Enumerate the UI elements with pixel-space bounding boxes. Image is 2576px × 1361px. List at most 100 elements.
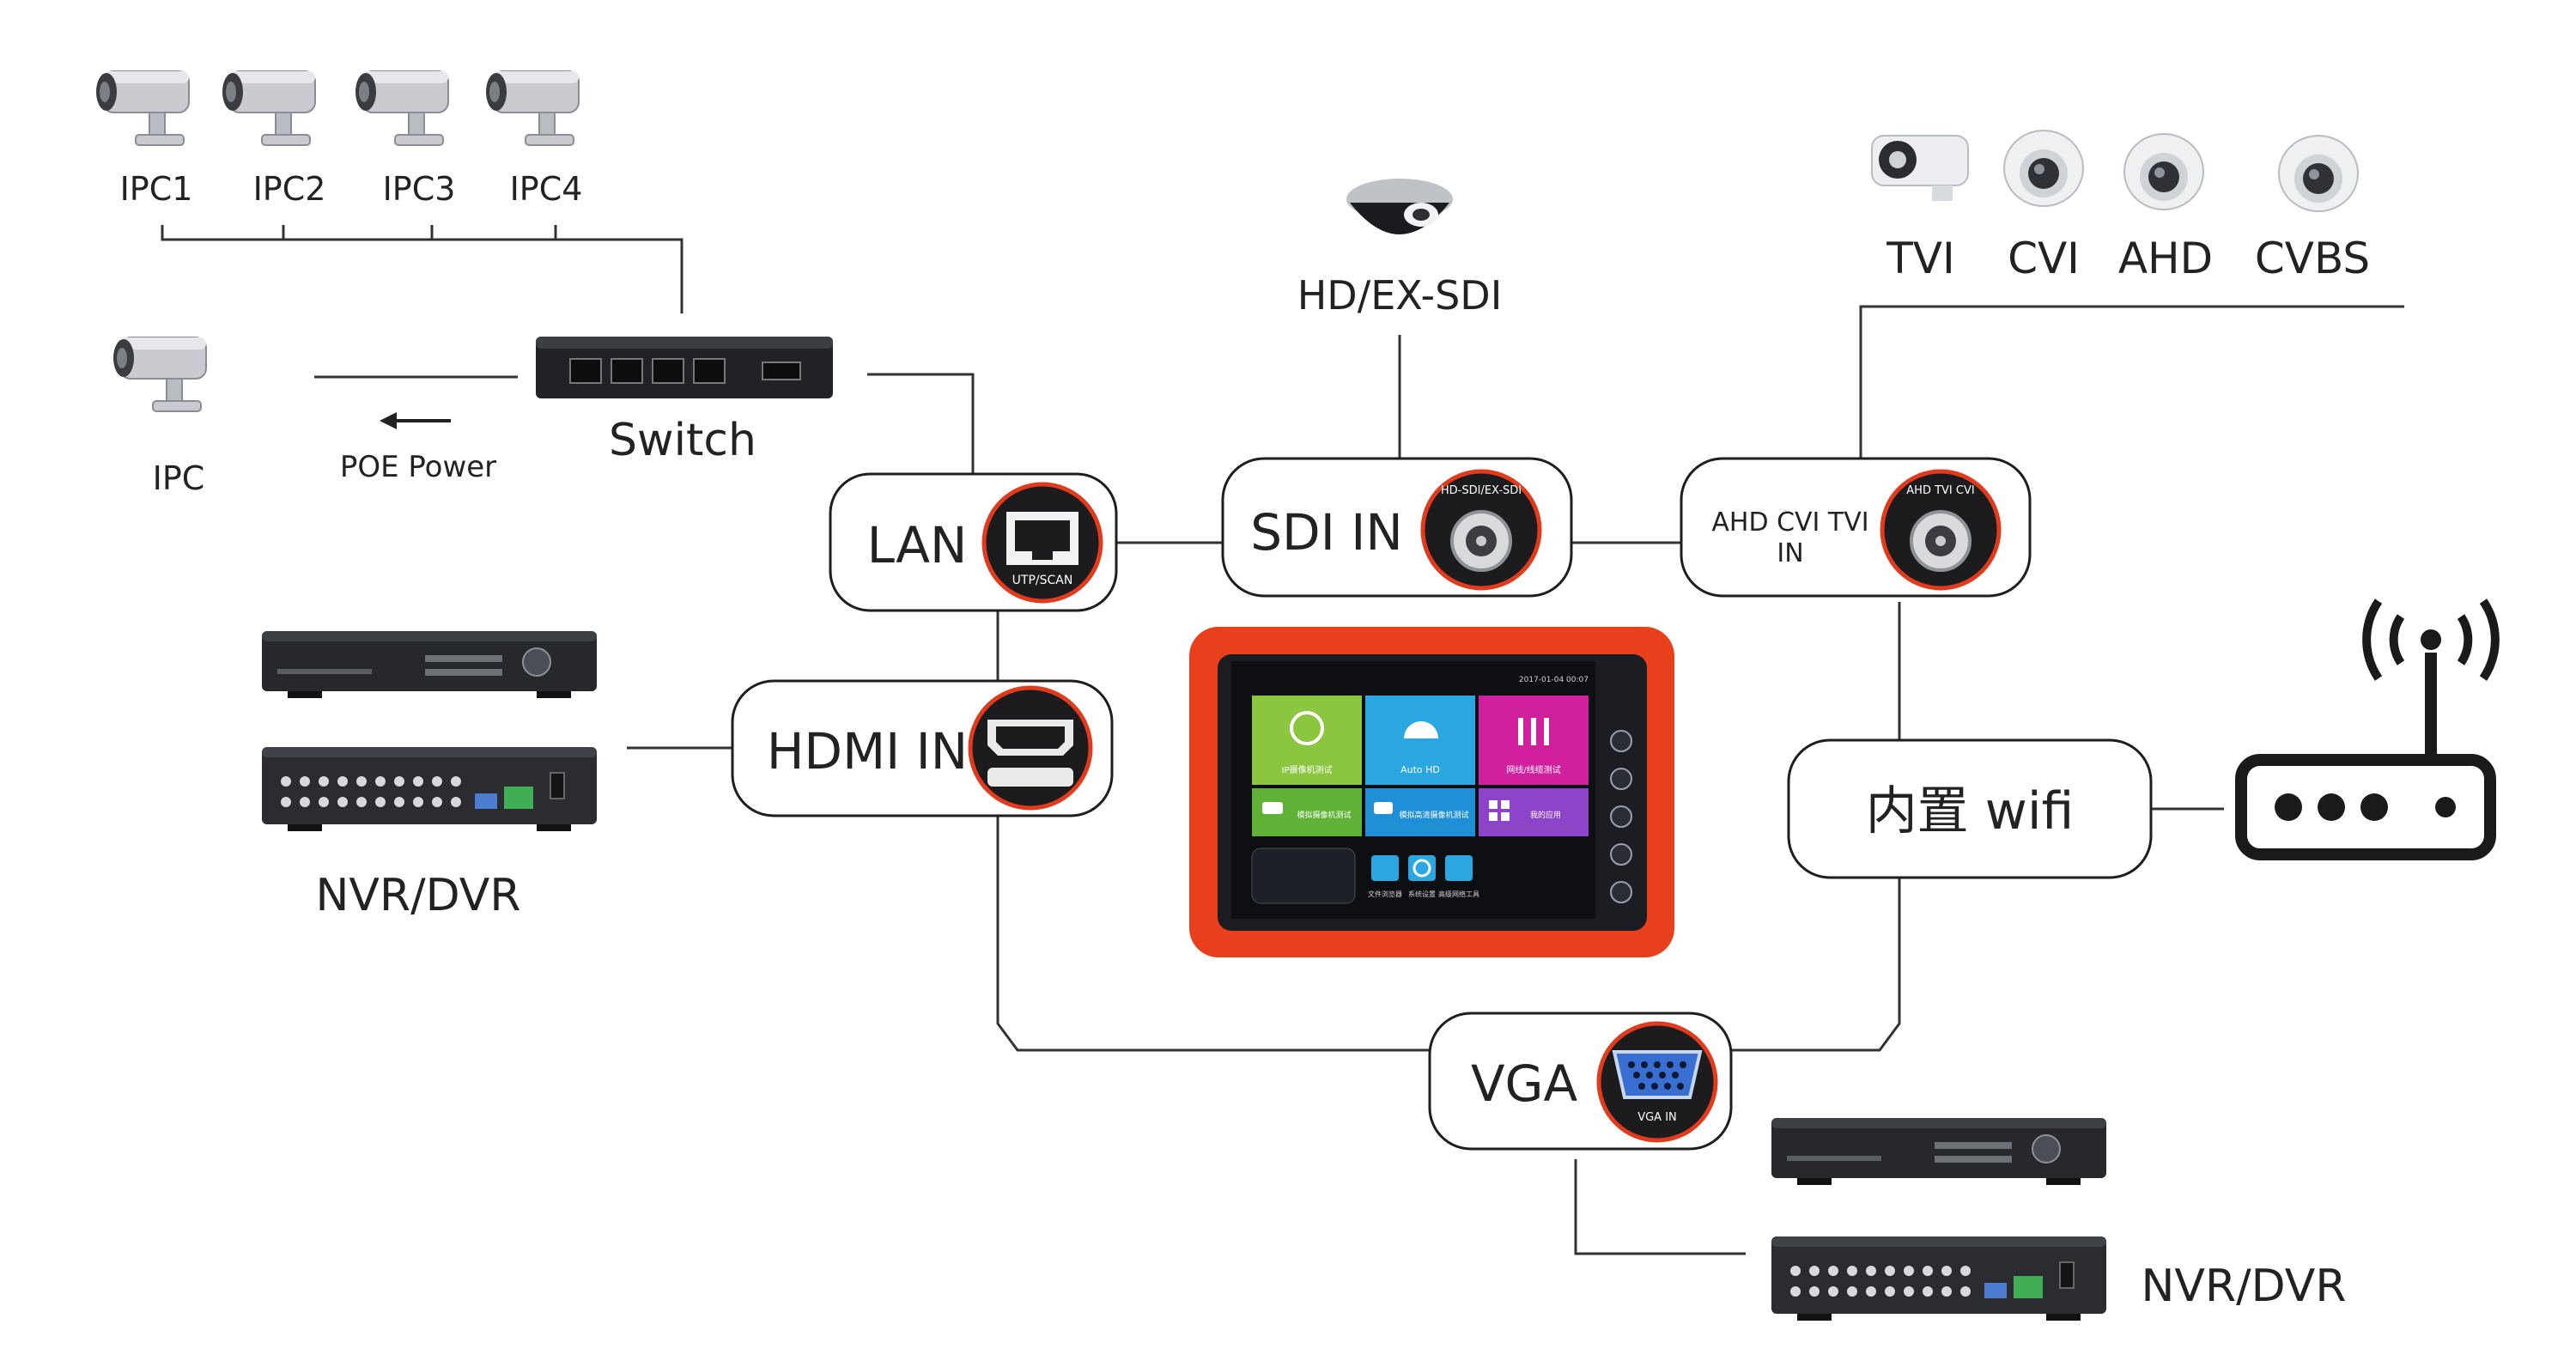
tester-app-network-tools[interactable]: 高级网络工具	[1438, 855, 1479, 898]
app-label: 高级网络工具	[1438, 890, 1479, 898]
vga-port-icon	[1596, 1021, 1718, 1143]
tester-tile-cable-test[interactable]: 网线/线缆测试	[1479, 696, 1589, 785]
hdmi-in-node: HDMI IN	[731, 679, 1114, 817]
vga-node: VGA VGA IN	[1428, 1012, 1733, 1151]
poe-power-label: POE Power	[340, 450, 496, 484]
lan-node: LAN UTP/SCAN	[829, 472, 1118, 612]
tester-side-buttons	[1610, 730, 1632, 903]
wifi-label: 内置 wifi	[1866, 781, 2075, 842]
recorder-right: NVR/DVR	[1771, 1117, 2347, 1322]
tile-label: 网线/线缆测试	[1506, 764, 1560, 775]
dvr-front-icon	[1771, 1117, 2107, 1186]
sdi-in-node: SDI IN HD-SDI/EX-SDI	[1221, 457, 1573, 598]
tester-tile-analog-hd[interactable]: 模拟高清摄像机测试	[1365, 788, 1475, 836]
hdmi-in-label: HDMI IN	[767, 722, 968, 781]
camera-label-ipc2: IPC2	[253, 170, 326, 208]
tester-tile-auto-hd[interactable]: Auto HD	[1365, 696, 1475, 785]
router-icon	[2235, 598, 2500, 860]
poe-power: POE Power	[340, 412, 496, 484]
back-button[interactable]	[1610, 805, 1632, 828]
app-label: 系统设置	[1408, 890, 1436, 898]
camera-icon	[1374, 802, 1393, 814]
camera-label-ipc: IPC	[153, 459, 205, 497]
camera-cvbs: CVBS	[2255, 135, 2370, 283]
sdi-port-label: HD-SDI/EX-SDI	[1441, 484, 1522, 497]
bullet-camera-icon	[485, 70, 580, 146]
tile-label: 模拟摄像机测试	[1297, 810, 1351, 820]
dvr-back-icon	[1771, 1236, 2107, 1322]
tester-app-file-browser[interactable]: 文件浏览器	[1368, 855, 1402, 898]
cable-icon	[1518, 718, 1549, 745]
enter-button[interactable]	[1610, 768, 1632, 790]
rj45-port-icon	[981, 482, 1103, 604]
recorder-left-label: NVR/DVR	[316, 870, 521, 921]
cctv-tester-device: 2017-01-04 00:07 IP摄像机测试 Auto HD 网线/线缆测试	[1189, 627, 1674, 957]
camera-ipc2: IPC2	[222, 70, 326, 208]
camera-label-cvbs: CVBS	[2255, 234, 2370, 283]
tile-label: 模拟高清摄像机测试	[1399, 810, 1468, 820]
tester-status: 2017-01-04 00:07	[1519, 676, 1589, 684]
ahd-port-label: AHD TVI CVI	[1906, 484, 1974, 497]
switch-icon	[536, 337, 833, 398]
tester-tile-ip-camera[interactable]: IP摄像机测试	[1252, 696, 1362, 785]
dvr-front-icon	[261, 630, 598, 699]
wifi-node: 内置 wifi	[1787, 738, 2153, 879]
camera-ipc: IPC	[112, 337, 207, 497]
camera-icon	[1262, 802, 1283, 814]
gear-icon	[1413, 859, 1431, 878]
bullet-camera-icon	[95, 70, 190, 146]
bullet-camera-icon	[222, 70, 316, 146]
camera-label-ahd: AHD	[2118, 234, 2213, 283]
ipc-camera-row: IPC1 IPC2 IPC3 IPC4	[95, 70, 583, 208]
home-button[interactable]	[1610, 730, 1632, 752]
tile-label: Auto HD	[1400, 764, 1440, 775]
camera-cvi: CVI	[2003, 130, 2084, 283]
network-switch: Switch	[536, 337, 833, 466]
analog-camera-row: TVI CVI AHD CVBS	[1871, 130, 2370, 283]
recorder-right-label: NVR/DVR	[2142, 1261, 2347, 1312]
camera-icon	[1290, 711, 1324, 745]
switch-label: Switch	[609, 415, 756, 466]
vga-port-label: VGA IN	[1637, 1111, 1677, 1124]
sdi-camera-label: HD/EX-SDI	[1297, 272, 1503, 319]
up-button[interactable]	[1610, 881, 1632, 903]
arrow-left-icon	[380, 412, 451, 429]
bullet-camera-icon	[1871, 135, 1969, 201]
tile-label: 我的应用	[1530, 810, 1561, 820]
dome-camera-icon	[2003, 130, 2084, 207]
dvr-back-icon	[261, 746, 598, 832]
network-icon	[1445, 855, 1473, 881]
bullet-camera-icon	[355, 70, 449, 146]
camera-label-cvi: CVI	[2008, 234, 2080, 283]
bnc-port-icon	[1420, 469, 1542, 591]
apps-icon	[1489, 800, 1510, 821]
tester-tile-my-apps[interactable]: 我的应用	[1479, 788, 1589, 836]
info-panel	[1251, 848, 1356, 904]
camera-tvi: TVI	[1871, 135, 1969, 283]
zoom-button[interactable]	[1610, 843, 1632, 866]
lan-label: LAN	[867, 516, 968, 574]
tester-tile-analog-camera[interactable]: 模拟摄像机测试	[1252, 788, 1362, 836]
sdi-camera: HD/EX-SDI	[1297, 179, 1503, 319]
vga-label: VGA	[1471, 1054, 1578, 1113]
camera-label-ipc1: IPC1	[120, 170, 193, 208]
camera-label-ipc3: IPC3	[383, 170, 456, 208]
recorder-left: NVR/DVR	[261, 630, 598, 921]
dome-camera-icon	[1404, 721, 1438, 738]
ahd-cvi-tvi-node: AHD CVI TVI IN AHD TVI CVI	[1680, 457, 2032, 598]
camera-ipc3: IPC3	[355, 70, 456, 208]
bullet-camera-icon	[112, 337, 207, 412]
dome-camera-icon	[1346, 179, 1453, 234]
bnc-port-icon	[1880, 469, 2002, 591]
camera-label-ipc4: IPC4	[510, 170, 583, 208]
camera-label-tvi: TVI	[1886, 234, 1955, 283]
ahd-in-label-line2: IN	[1777, 538, 1803, 568]
sdi-in-label: SDI IN	[1250, 503, 1403, 562]
dome-camera-icon	[2123, 133, 2204, 210]
ahd-in-label-line1: AHD CVI TVI	[1711, 507, 1868, 538]
tester-app-settings[interactable]: 系统设置	[1408, 855, 1436, 898]
camera-ahd: AHD	[2118, 133, 2213, 283]
folder-icon	[1371, 855, 1399, 881]
app-label: 文件浏览器	[1368, 890, 1402, 898]
